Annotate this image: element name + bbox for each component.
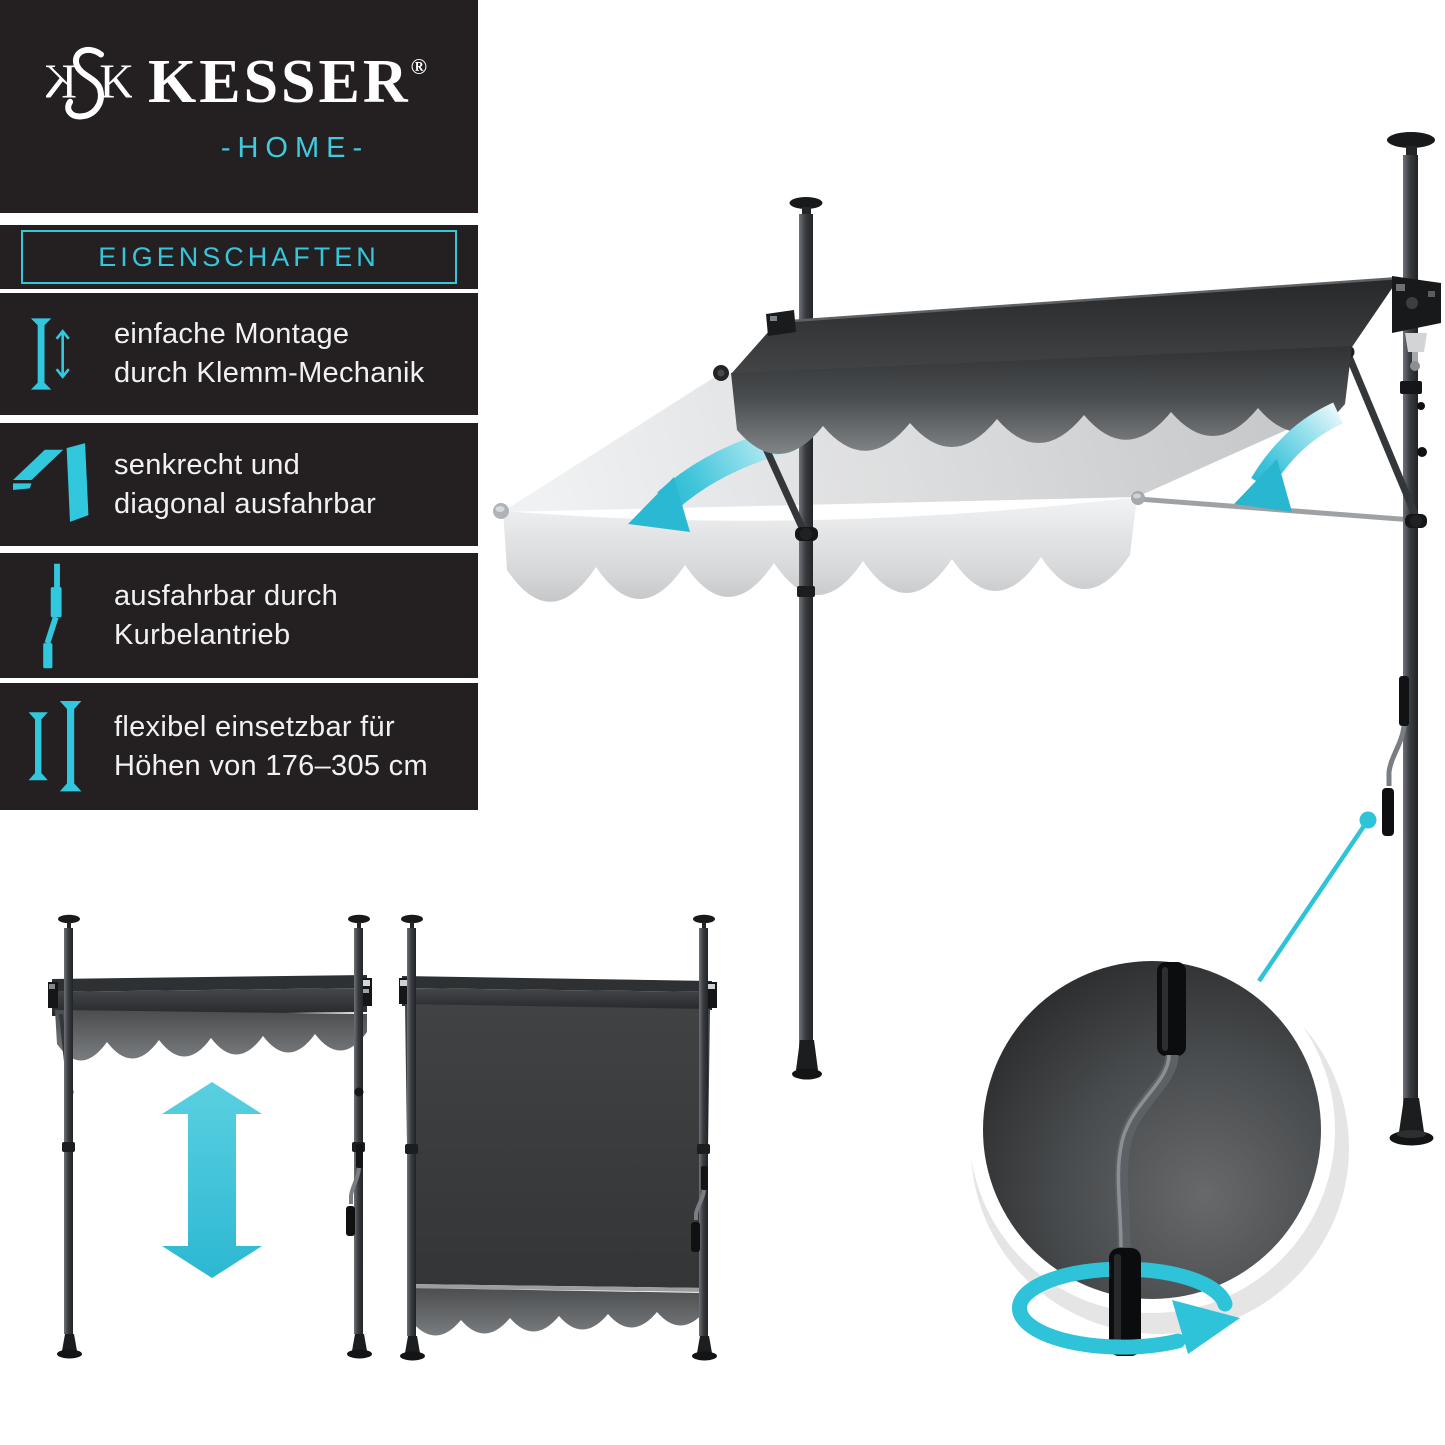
awning-extend-directions-icon [13, 442, 89, 522]
pole-right [691, 914, 717, 1361]
arm-joint-left [800, 528, 812, 540]
zoom-circle-bg [983, 961, 1321, 1299]
crank-upper-grip [1157, 962, 1186, 1056]
canopy-fabric-top [731, 278, 1399, 374]
telescopic-poles-icon [28, 700, 82, 791]
features-header: EIGENSCHAFTEN [21, 230, 457, 284]
crank-mount [1399, 676, 1409, 726]
pole-foot-left [796, 1040, 818, 1070]
awning-front-view-retracted [48, 914, 372, 1359]
clamp-height-icon [30, 318, 70, 390]
features-header-panel: EIGENSCHAFTEN [0, 225, 478, 289]
crank-rod [1386, 725, 1407, 786]
pole-left [57, 914, 82, 1359]
rotation-arrow-icon [1172, 1300, 1240, 1354]
extend-arrow-right-icon [1234, 402, 1343, 512]
canopy-valance [731, 346, 1352, 455]
awning-main-view [493, 132, 1441, 1146]
svg-text:K: K [46, 55, 77, 108]
ceiling-pad-right [1387, 132, 1435, 148]
arm-joint-right [1410, 515, 1422, 527]
awning-canopy [713, 276, 1441, 455]
brand-panel: K K KESSER® -HOME- [0, 0, 478, 213]
crank-zoom-detail [969, 947, 1349, 1356]
crank-rod-zoomed [1114, 1054, 1179, 1248]
pole-right [346, 914, 372, 1359]
svg-text:K: K [99, 55, 132, 108]
awning-front-view-lowered [399, 914, 717, 1361]
crank-grip [691, 1222, 700, 1252]
valance [409, 1288, 706, 1336]
ghost-valance [503, 497, 1137, 602]
ceiling-pad-left [789, 197, 823, 209]
cassette-roller [52, 988, 367, 1016]
fabric-screen [405, 1004, 710, 1288]
pole-left [400, 914, 425, 1361]
brand-home-label: -HOME- [220, 132, 370, 164]
callout-dot [1359, 811, 1377, 829]
brand-name: KESSER® [148, 48, 428, 116]
crank-grip [346, 1206, 355, 1236]
registered-mark: ® [410, 54, 428, 79]
valance [55, 1010, 367, 1061]
pole-foot-right [1399, 1098, 1424, 1132]
cassette-roller [402, 988, 712, 1010]
clamp-bracket [1405, 333, 1427, 352]
pole-bracket-left [766, 310, 796, 336]
crank-callout [1257, 811, 1377, 983]
hand-crank-icon [43, 563, 62, 668]
support-pole-right [1382, 132, 1435, 1146]
crank-grip [1382, 788, 1394, 836]
height-adjust-arrow-icon [162, 1082, 262, 1278]
kesser-monogram-icon: K K [46, 47, 132, 120]
